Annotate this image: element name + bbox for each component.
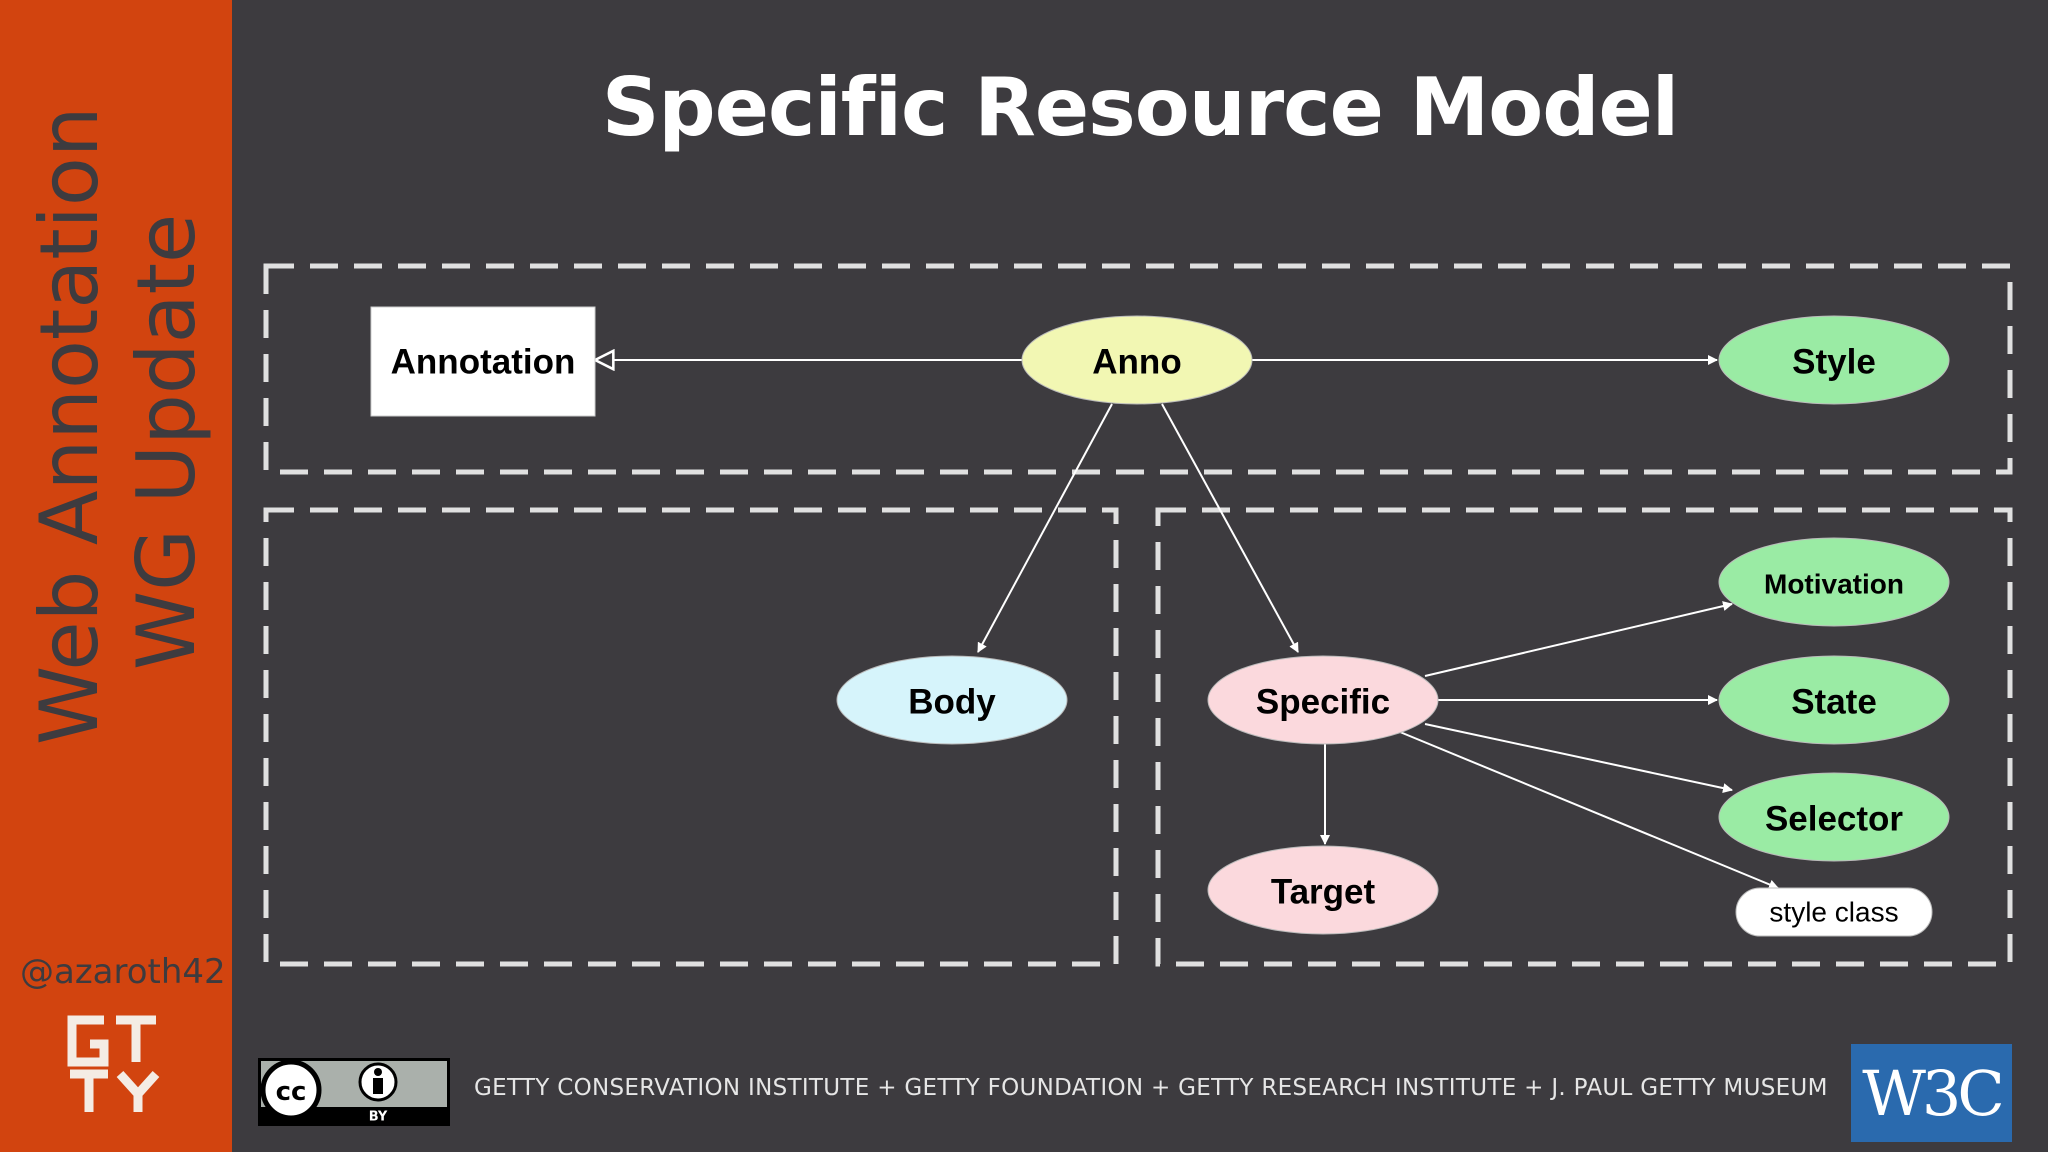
top-group-box <box>263 263 2013 475</box>
node-style: Style <box>1718 315 1950 405</box>
edge-specific-motivation <box>1424 601 1733 677</box>
node-selector: Selector <box>1718 772 1950 862</box>
node-body: Body <box>836 655 1068 745</box>
node-target: Target <box>1207 845 1439 935</box>
node-target-ellipse <box>1207 845 1439 935</box>
cc-by-icon: cc BY <box>258 1058 450 1126</box>
node-style-label: Style <box>1792 343 1876 382</box>
node-target-label: Target <box>1271 873 1376 912</box>
node-style-ellipse <box>1718 315 1950 405</box>
node-state: State <box>1718 655 1950 745</box>
edge-anno-body <box>977 403 1113 653</box>
node-anno-ellipse <box>1021 315 1253 405</box>
node-specific-label: Specific <box>1256 683 1390 722</box>
edge-specific-style-class <box>1399 731 1779 890</box>
node-motivation-label: Motivation <box>1764 569 1904 600</box>
getty-logo-icon <box>67 1015 160 1112</box>
node-motivation: Motivation <box>1718 537 1950 627</box>
node-anno: Anno <box>1021 315 1253 405</box>
w3c-logo-icon: W3C <box>1851 1044 2012 1142</box>
node-style-class-pill <box>1735 887 1933 937</box>
node-body-ellipse <box>836 655 1068 745</box>
node-annotation: Annotation <box>370 306 596 417</box>
node-selector-ellipse <box>1718 772 1950 862</box>
edge-specific-selector <box>1424 723 1733 793</box>
node-selector-label: Selector <box>1765 800 1903 839</box>
node-annotation-box <box>370 306 596 417</box>
node-specific: Specific <box>1207 655 1439 745</box>
node-style-class: style class <box>1735 887 1933 937</box>
svg-text:cc: cc <box>276 1077 307 1107</box>
twitter-handle: @azaroth42 <box>20 952 226 992</box>
footer-institutions: GETTY CONSERVATION INSTITUTE + GETTY FOU… <box>474 1075 1828 1101</box>
node-style-class-label: style class <box>1769 897 1898 928</box>
edge-anno-specific <box>1161 403 1299 653</box>
sidebar: Web Annotation WG Update @azaroth42 <box>0 0 232 1152</box>
node-annotation-label: Annotation <box>391 343 576 382</box>
node-anno-label: Anno <box>1092 343 1181 382</box>
target-group-box <box>1155 507 2013 967</box>
node-state-label: State <box>1791 683 1877 722</box>
node-body-label: Body <box>908 683 996 722</box>
node-state-ellipse <box>1718 655 1950 745</box>
slide-title: Specific Resource Model <box>601 61 1679 154</box>
cc-by-label: BY <box>369 1110 388 1125</box>
node-motivation-ellipse <box>1718 537 1950 627</box>
node-specific-ellipse <box>1207 655 1439 745</box>
body-group-box <box>263 507 1119 967</box>
